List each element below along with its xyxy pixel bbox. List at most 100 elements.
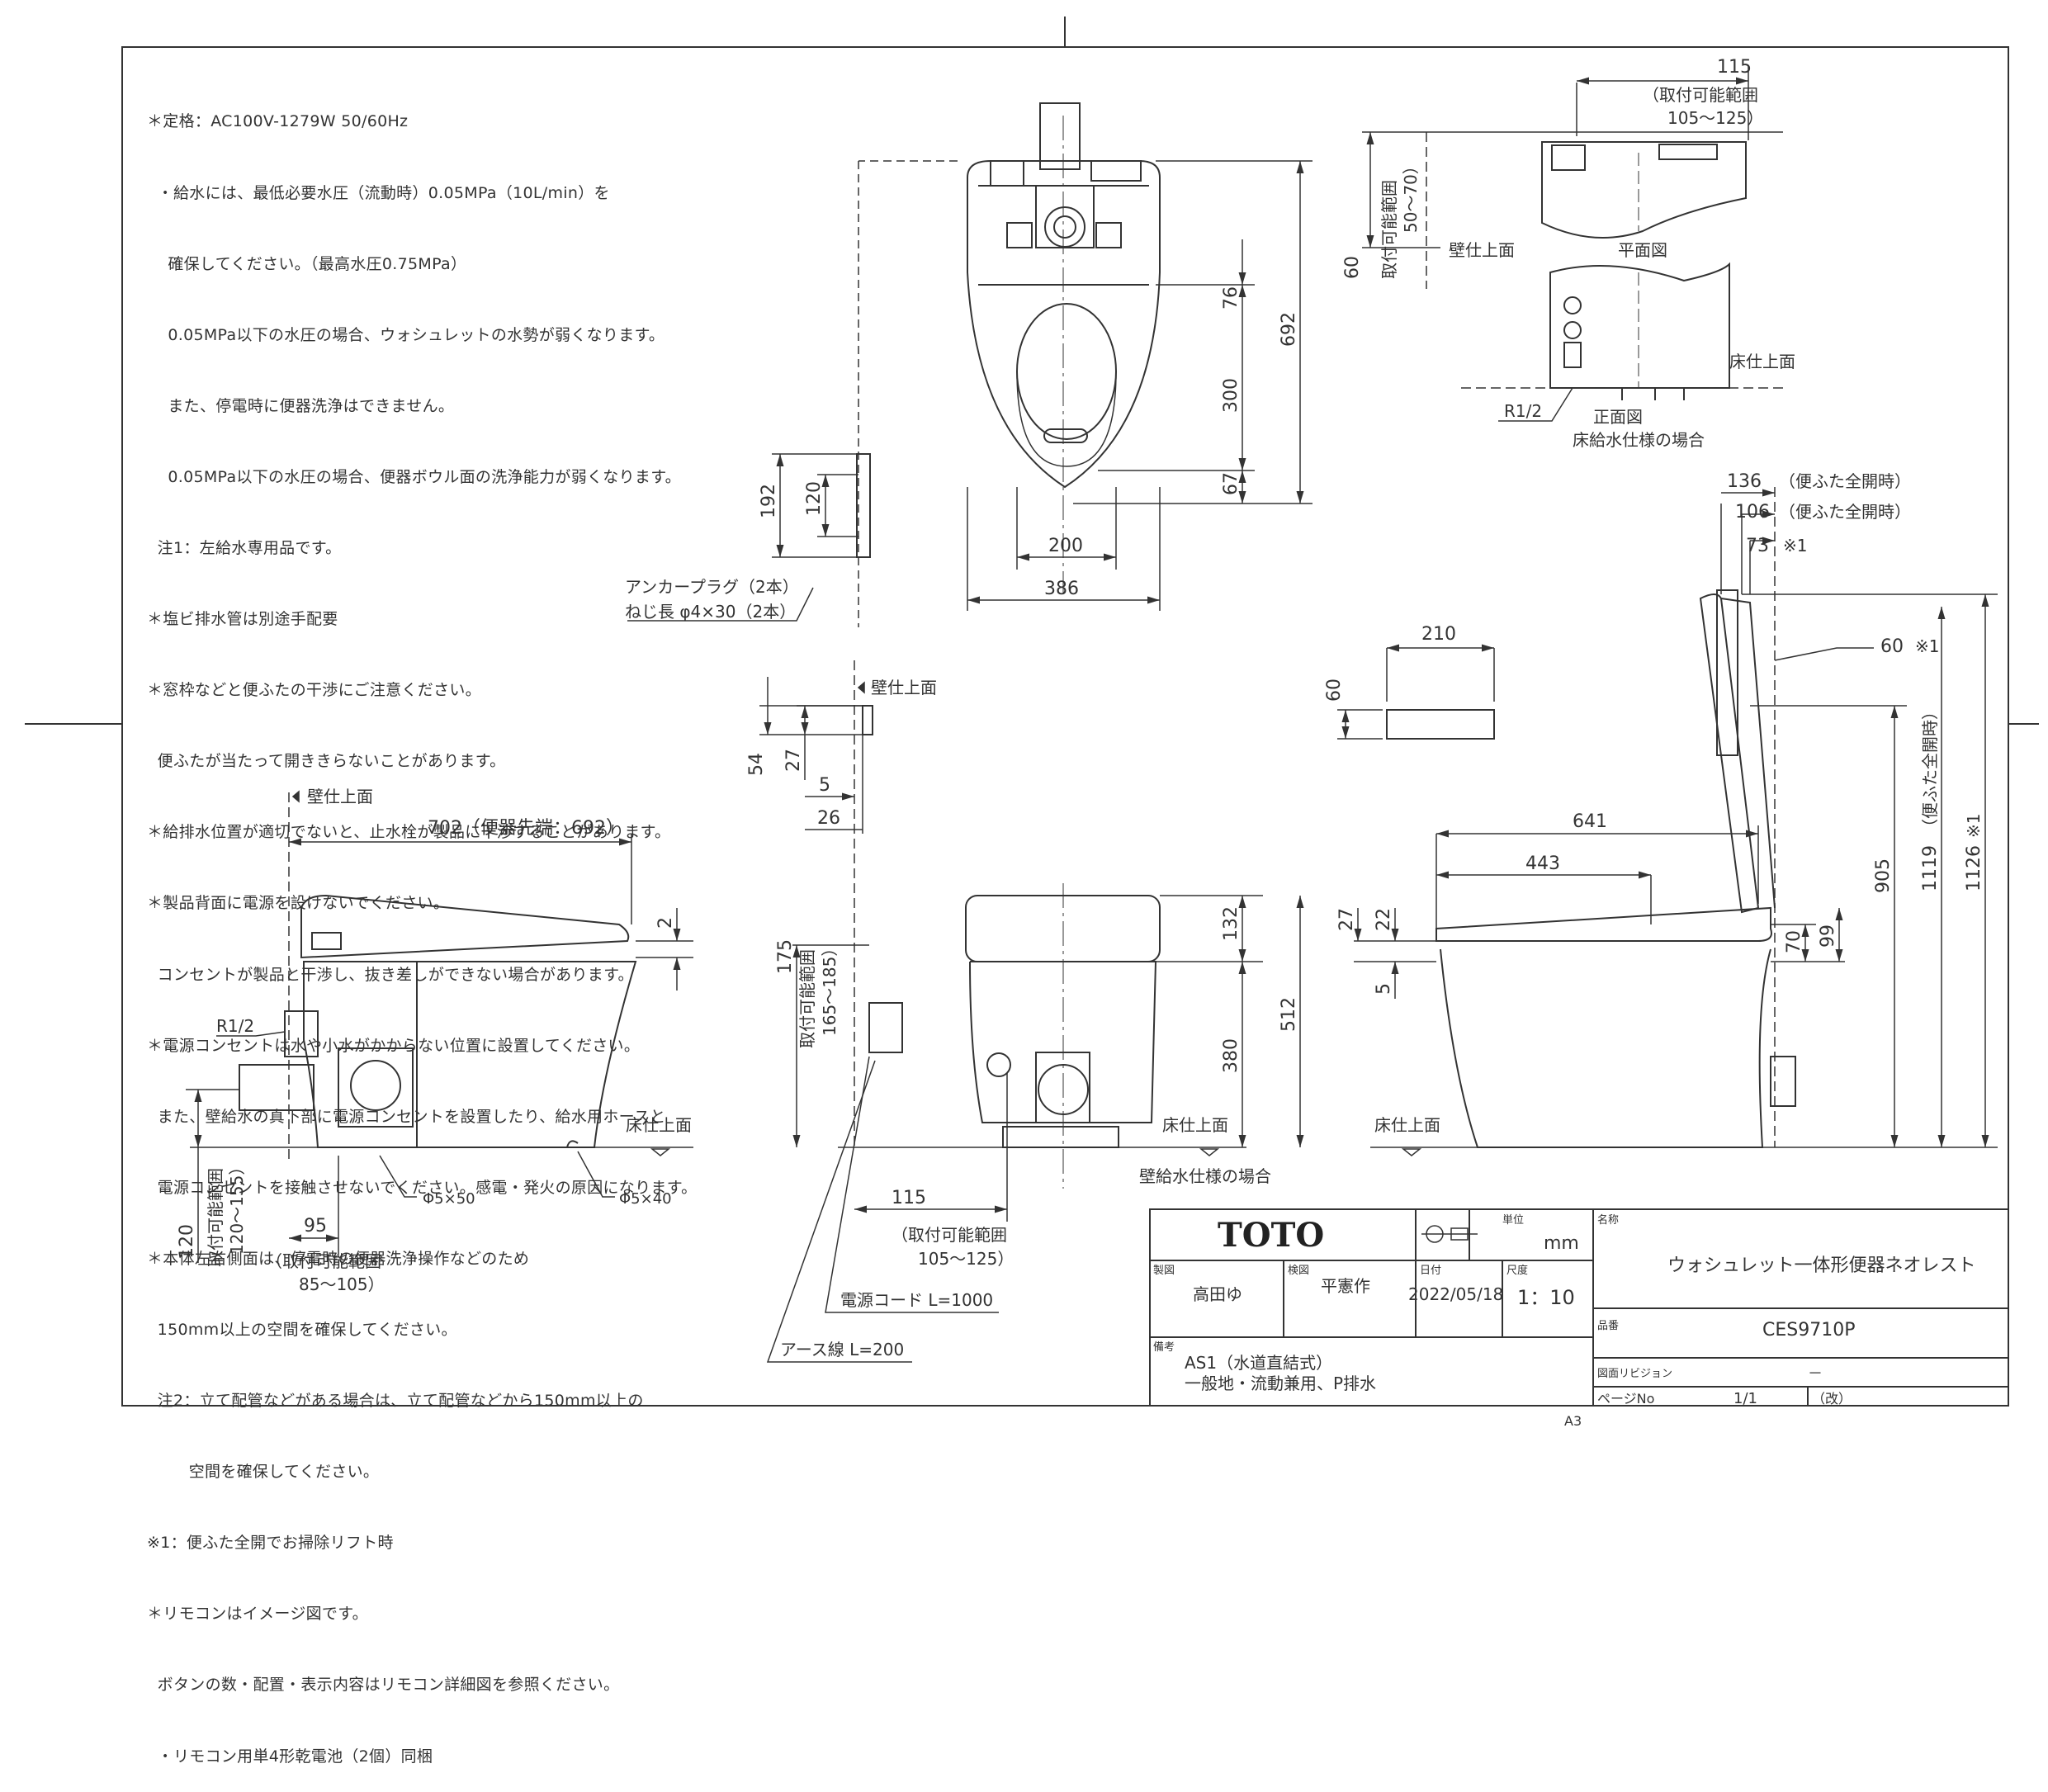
note-line: 空間を確保してください。 [147,1463,380,1482]
remark-line1: AS1（水道直結式） [1185,1353,1332,1373]
note-line: ＊電源コンセントは水や小水がかからない位置に設置してください。 [147,1036,641,1055]
dim-115-plan: 115 [1717,57,1752,78]
phi50: Φ5×50 [423,1190,475,1208]
scale-label: 尺度 [1506,1264,1528,1277]
dim-60-plan: 60 [1342,256,1363,279]
date-value: 2022/05/18 [1408,1284,1503,1304]
wall-left: 壁仕上面 [307,787,373,806]
dim-99: 99 [1818,924,1838,948]
dim-95: 95 [304,1216,327,1236]
star-1: ※1 [1783,536,1807,556]
dim-386: 386 [1044,579,1079,599]
dim-192: 192 [759,484,779,518]
dim-60-lid: 60 [1880,636,1904,657]
front-range1: （取付可能範囲 [892,1225,1007,1245]
dim-300: 300 [1221,378,1242,413]
note-line: ＊窓枠などと便ふたの干渉にご注意ください。 [147,681,481,700]
dim-1119: 1119 [1920,845,1941,891]
top-view-dimensions [627,160,1313,622]
left-range2: 85～105） [299,1274,385,1294]
note-line: ボタンの数・配置・表示内容はリモコン詳細図を参照ください。 [147,1676,620,1695]
rev-label: 図面リビジョン [1597,1368,1672,1380]
title-block [1149,1208,2009,1407]
cord-label: 電源コード L=1000 [840,1290,993,1310]
name-label: 名称 [1597,1213,1619,1227]
dim-200: 200 [1048,536,1083,556]
dim-641: 641 [1573,811,1607,832]
note-line: コンセントが製品と干渉し、抜き差しができない場合があります。 [147,965,634,984]
top-view-labels: 76 300 67 692 200 386 192 120 アンカープラグ（2本… [625,286,1299,622]
note-line: 電源コンセントを接触させないでください。感電・発火の原因になります。 [147,1178,698,1197]
dim-380: 380 [1221,1038,1242,1073]
dim-132: 132 [1221,906,1242,941]
plan-vrange1: 取付可能範囲 [1379,180,1399,279]
star-3: ※1 [1964,814,1984,838]
dim-5-front: 5 [819,775,830,796]
remote-front [1337,644,1495,740]
page-value: 1/1 [1733,1390,1757,1407]
dim-702: 702（便器先端：692） [428,818,624,839]
side-left-dimensions [186,790,693,1263]
plan-view-drawing [1541,141,1747,400]
dim-70: 70 [1784,930,1804,953]
remark-line2: 一般地・流動兼用、P排水 [1185,1374,1376,1393]
dim-27-right: 27 [1336,908,1357,931]
check-label: 検図 [1288,1265,1309,1277]
dim-54: 54 [746,753,767,776]
remote-front-labels: 210 60 [1324,624,1456,702]
date-label: 日付 [1420,1265,1441,1277]
front-plan-title: 正面図 [1593,407,1643,427]
paper-size: A3 [1564,1413,1582,1429]
dim-5-right: 5 [1374,983,1394,995]
dim-76: 76 [1221,286,1242,310]
star-2: ※1 [1915,636,1939,656]
front-view-dimensions [759,677,1304,1363]
note-line: 注1：左給水専用品です。 [147,538,342,557]
note-line: ・リモコン用単4形乾電池（2個）同梱 [147,1747,433,1766]
dim-67: 67 [1221,472,1242,495]
dim-692: 692 [1279,312,1299,347]
note-line: ＊リモコンはイメージ図です。 [147,1605,368,1624]
dim-27-front: 27 [783,749,804,772]
floor-front: 床仕上面 [1162,1115,1228,1135]
sheet-border [25,17,2039,1407]
general-notes: ＊定格：AC100V-1279W 50/60Hz ・給水には、最低必要水圧（流動… [147,63,698,1792]
note-line: ＊製品背面に電源を設けないでください。 [147,894,450,913]
dim-73: 73 [1746,536,1769,556]
lid-open-2: （便ふた全開時） [1779,502,1911,522]
phi40: Φ5×40 [619,1190,672,1208]
front-vrange1: 取付可能範囲 [797,949,817,1048]
earth-label: アース線 L=200 [780,1340,904,1359]
note-line: ＊定格：AC100V-1279W 50/60Hz [147,112,409,131]
note-line: また、壁給水の真下部に電源コンセントを設置したり、給水用ホースと [147,1107,666,1126]
dim-115-front: 115 [892,1188,926,1208]
dim-905: 905 [1873,858,1894,893]
anchor-line1: アンカープラグ（2本） [625,577,799,597]
floor-supply-label: 床給水仕様の場合 [1573,430,1705,450]
side-right-drawing [1370,487,1998,1148]
plan-range1: （取付可能範囲 [1643,85,1758,105]
dim-2: 2 [655,917,676,929]
toto-logo: TOTO [1218,1216,1324,1255]
note-line: 確保してください。（最高水圧0.75MPa） [147,254,467,273]
note-line: 0.05MPa以下の水圧の場合、ウォシュレットの水勢が弱くなります。 [147,325,665,344]
unit-value: mm [1544,1233,1579,1254]
note-line: 便ふたが当たって開ききらないことがあります。 [147,752,506,771]
dim-210: 210 [1421,624,1456,645]
plan-view-labels: 115 （取付可能範囲 105～125） 60 取付可能範囲 50～70） 壁仕… [1342,57,1795,450]
front-range2: 105～125） [918,1249,1014,1269]
lid-open-1: （便ふた全開時） [1779,471,1911,491]
plan-title: 平面図 [1618,240,1667,260]
note-line: ＊本体左右側面は、停電時の便器洗浄操作などのため [147,1249,530,1268]
plan-view-dimensions [1362,66,1783,422]
dim-1126: 1126 [1964,845,1984,891]
side-right-labels: 136 （便ふた全開時） 106 （便ふた全開時） 73 ※1 60 ※1 64… [1336,471,1984,1135]
wall-supply-label: 壁給水仕様の場合 [1139,1166,1271,1186]
front-view-labels: 壁仕上面 54 27 5 26 175 取付可能範囲 165～185） 132 … [746,678,1299,1359]
plan-vrange2: 50～70） [1401,158,1421,233]
top-view-drawing [856,102,1161,627]
lid-open-3: （便ふた全開時） [1920,703,1940,835]
dim-26: 26 [817,808,840,829]
model-value: CES9710P [1762,1320,1855,1340]
front-vrange2: 165～185） [820,940,840,1036]
